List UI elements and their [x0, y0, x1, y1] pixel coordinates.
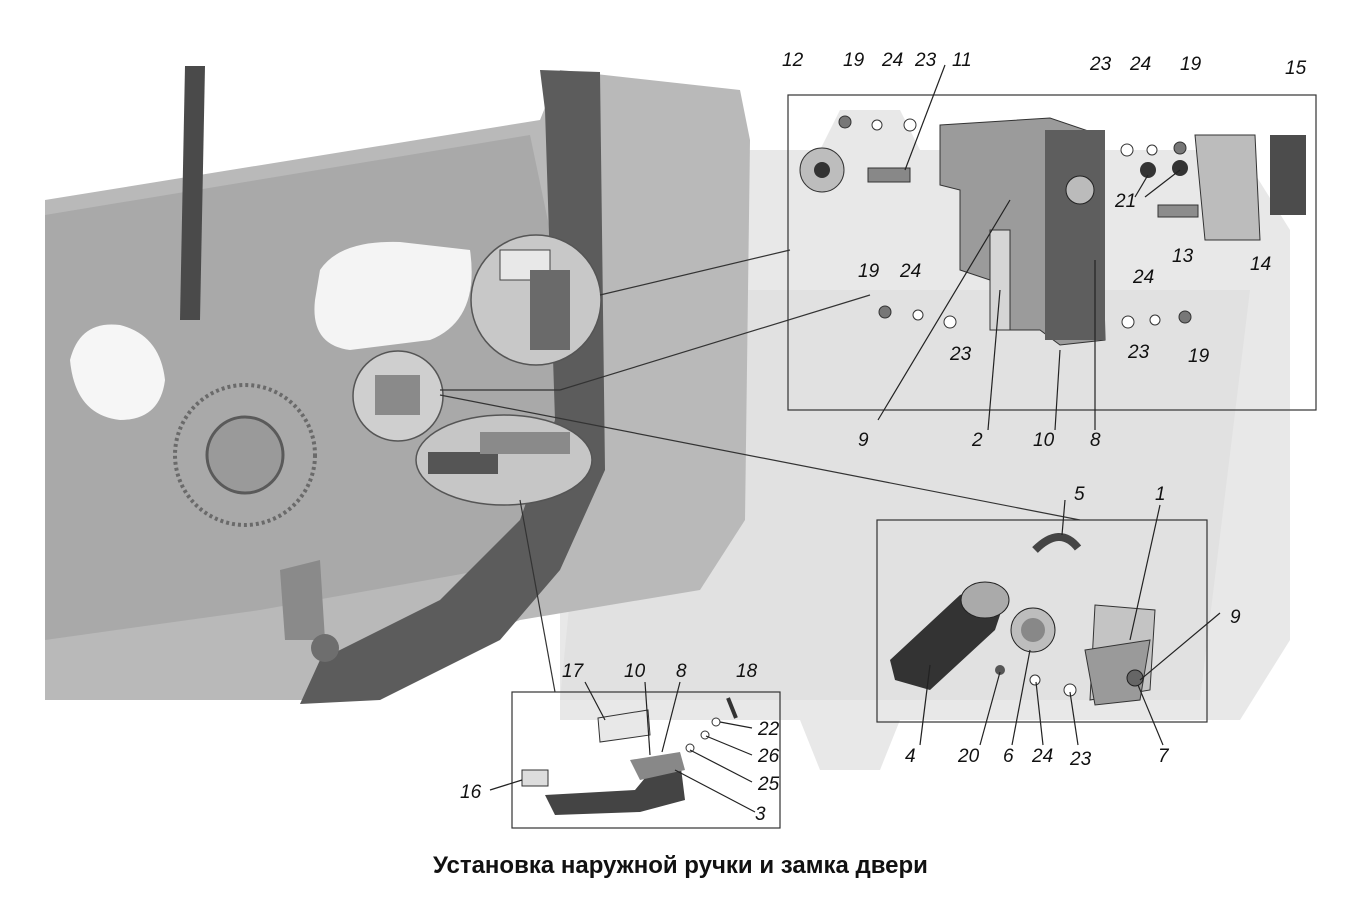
- callout-8: 8: [676, 661, 687, 682]
- callout-9: 9: [858, 430, 869, 451]
- callout-24: 24: [881, 50, 903, 71]
- callout-23: 23: [1127, 342, 1150, 363]
- door-speaker-hole: [70, 324, 165, 420]
- door-window-opening: [314, 241, 472, 350]
- callout-19: 19: [1180, 54, 1202, 75]
- callout-1: 1: [1155, 484, 1166, 505]
- part-5-spring: [1032, 533, 1082, 553]
- callout-25: 25: [757, 774, 780, 795]
- callout-19: 19: [843, 50, 865, 71]
- part-17-gasket: [597, 709, 651, 743]
- callout-23: 23: [1069, 749, 1092, 770]
- part-18-spring: [726, 697, 738, 719]
- part-13-bolt: [1157, 204, 1199, 218]
- part-16-gasket: [521, 769, 549, 787]
- outer-handle-panel: [489, 681, 781, 829]
- callout-13: 13: [1172, 246, 1194, 267]
- callout-11: 11: [952, 50, 972, 71]
- callout-23: 23: [949, 344, 972, 365]
- callout-2: 2: [971, 430, 983, 451]
- callout-24: 24: [899, 261, 921, 282]
- door-panel-illustration: [45, 66, 750, 704]
- callout-labels: 12 19 24 23 11 23 24 19 15 21 13 14 19 2…: [460, 50, 1307, 825]
- part-15-plate: [1270, 135, 1306, 215]
- part-14-bracket: [1194, 134, 1261, 241]
- callout-19: 19: [1188, 346, 1210, 367]
- callout-14: 14: [1250, 254, 1271, 275]
- callout-20: 20: [957, 746, 980, 767]
- callout-10: 10: [624, 661, 646, 682]
- callout-7: 7: [1158, 746, 1170, 767]
- callout-4: 4: [905, 746, 916, 767]
- callout-24: 24: [1129, 54, 1151, 75]
- callout-8: 8: [1090, 430, 1101, 451]
- part-11-striker-pin: [867, 167, 911, 183]
- callout-3: 3: [755, 804, 766, 825]
- callout-6: 6: [1003, 746, 1014, 767]
- window-regulator: [173, 383, 317, 527]
- callout-16: 16: [460, 782, 482, 803]
- callout-21: 21: [1114, 191, 1136, 212]
- callout-17: 17: [562, 661, 585, 682]
- callout-12: 12: [782, 50, 804, 71]
- callout-15: 15: [1285, 58, 1307, 79]
- callout-5: 5: [1074, 484, 1085, 505]
- callout-22: 22: [757, 719, 780, 740]
- callout-9: 9: [1230, 607, 1241, 628]
- callout-24: 24: [1031, 746, 1053, 767]
- callout-23: 23: [914, 50, 937, 71]
- callout-18: 18: [736, 661, 758, 682]
- lock-assembly-panel: [787, 64, 1317, 431]
- inner-handle-panel: [876, 499, 1221, 746]
- callout-19: 19: [858, 261, 880, 282]
- callout-26: 26: [757, 746, 780, 767]
- diagram-caption: Установка наружной ручки и замка двери: [433, 852, 928, 879]
- callout-10: 10: [1033, 430, 1055, 451]
- leader-lines: [439, 249, 1081, 693]
- callout-24: 24: [1132, 267, 1154, 288]
- callout-23: 23: [1089, 54, 1112, 75]
